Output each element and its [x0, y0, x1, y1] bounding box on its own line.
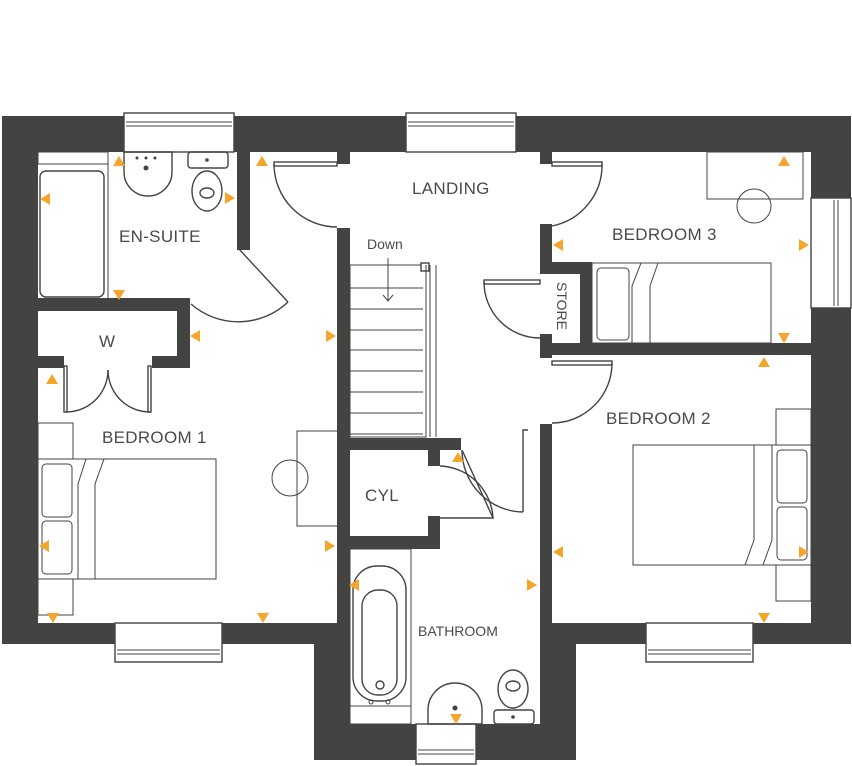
marker-icon — [450, 714, 462, 724]
marker-icon — [778, 333, 790, 343]
window-bedroom-1 — [114, 622, 223, 663]
label-bedroom-3: BEDROOM 3 — [612, 225, 717, 244]
marker-icon — [46, 374, 58, 384]
bedroom-2-bed — [632, 408, 812, 602]
marker-icon — [40, 193, 50, 205]
marker-icon — [527, 579, 537, 591]
door-cyl[interactable] — [439, 449, 495, 519]
marker-icon — [325, 540, 335, 552]
bathroom-basin — [427, 682, 483, 725]
door-bedroom-2[interactable] — [551, 360, 613, 424]
marker-icon — [799, 546, 809, 558]
marker-icon — [190, 330, 200, 342]
label-store: STORE — [554, 282, 570, 330]
window-en-suite — [123, 112, 235, 153]
door-bedroom-3[interactable] — [551, 161, 603, 227]
label-cyl: CYL — [365, 486, 399, 505]
window-bathroom — [415, 723, 477, 765]
window-bedroom-3 — [810, 197, 852, 309]
label-landing: LANDING — [412, 179, 490, 198]
bedroom-3-bed — [591, 262, 772, 344]
door-store[interactable] — [483, 279, 541, 339]
en-suite-bath — [39, 170, 105, 298]
furniture — [37, 151, 812, 725]
marker-icon — [113, 156, 125, 166]
marker-icon — [225, 192, 235, 204]
marker-icon — [452, 452, 464, 462]
door-wardrobe[interactable] — [63, 365, 152, 413]
marker-icon — [326, 330, 336, 342]
en-suite-basin — [123, 151, 173, 197]
marker-icon — [47, 613, 59, 623]
stairs — [349, 258, 437, 438]
marker-icon — [799, 239, 809, 251]
bedroom-1-bed — [37, 422, 217, 616]
internal-walls — [38, 152, 811, 624]
label-stairs-down: Down — [367, 236, 403, 252]
window-landing — [405, 112, 517, 153]
marker-icon — [778, 156, 790, 166]
bathroom-bath — [349, 548, 412, 725]
label-bathroom: BATHROOM — [418, 623, 498, 639]
window-bedroom-2 — [645, 622, 754, 663]
marker-icon — [113, 290, 125, 300]
marker-icon — [553, 546, 563, 558]
dimension-markers — [39, 156, 809, 724]
marker-icon — [553, 239, 563, 251]
marker-icon — [758, 357, 770, 367]
door-en-suite[interactable] — [190, 247, 289, 323]
marker-icon — [256, 156, 268, 166]
marker-icon — [349, 579, 359, 591]
door-bedroom-1[interactable] — [273, 161, 338, 228]
room-labels: EN-SUITE LANDING BEDROOM 3 STORE W BEDRO… — [99, 179, 717, 639]
windows — [114, 112, 852, 765]
marker-icon — [257, 613, 269, 623]
label-bedroom-1: BEDROOM 1 — [102, 428, 207, 447]
label-wardrobe: W — [99, 332, 115, 351]
bathroom-toilet — [493, 669, 535, 725]
arrow-down-icon — [382, 258, 394, 302]
label-en-suite: EN-SUITE — [119, 227, 201, 246]
marker-icon — [758, 613, 770, 623]
label-bedroom-2: BEDROOM 2 — [606, 409, 711, 428]
en-suite-toilet — [187, 151, 229, 212]
marker-icon — [39, 540, 49, 552]
